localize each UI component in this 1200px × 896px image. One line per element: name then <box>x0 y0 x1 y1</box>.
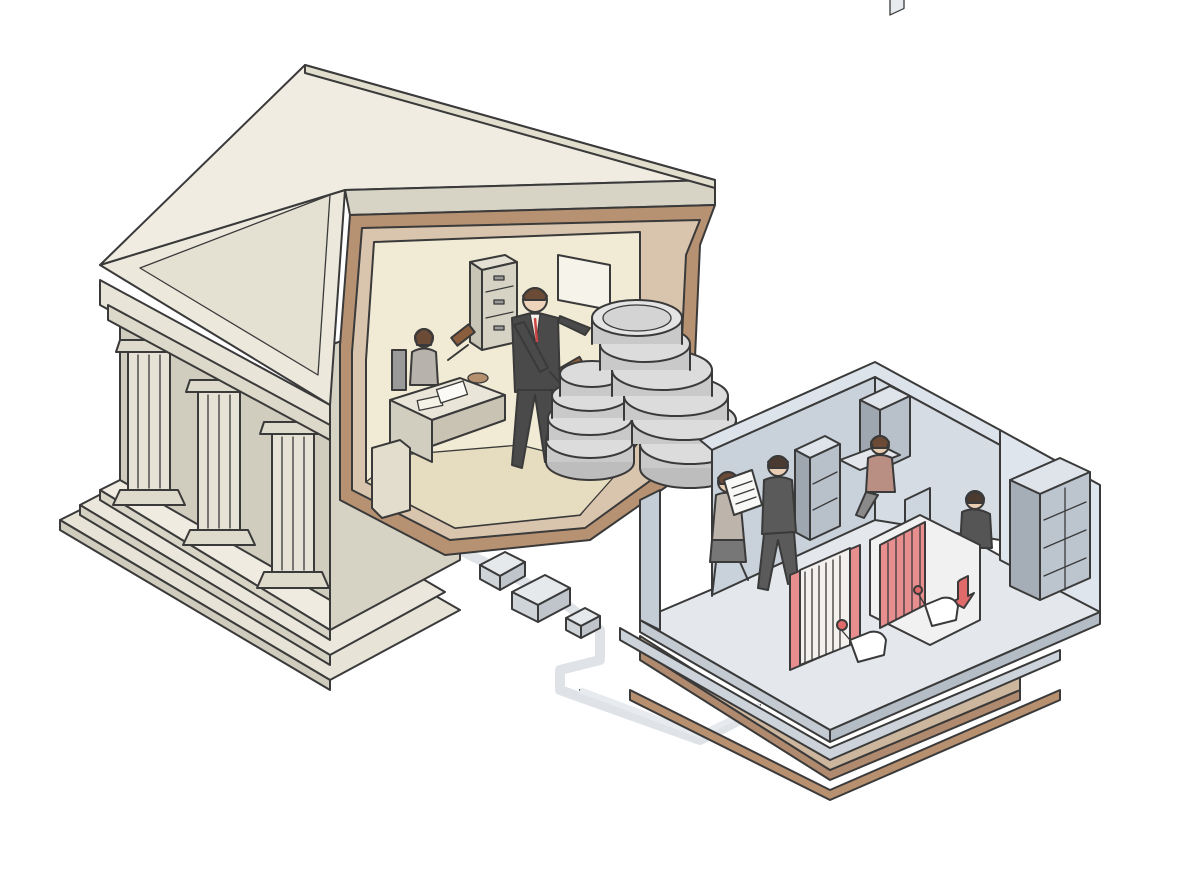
folder-icon <box>789 514 981 671</box>
seated-worker-figure <box>839 435 901 519</box>
hand-pointer-icon-2 <box>913 585 959 627</box>
filing-cabinet-icon <box>794 435 841 541</box>
standing-staff-figures <box>709 455 799 597</box>
right-room-cabinets <box>1009 457 1091 601</box>
office-cutaway <box>619 0 1101 801</box>
gavel-icon <box>447 323 476 361</box>
connecting-pipes <box>437 535 762 745</box>
filing-cabinet-tall <box>859 0 911 471</box>
banker-figure <box>511 287 591 469</box>
column-3 <box>256 421 330 589</box>
bank-building <box>59 64 741 691</box>
office-desk <box>371 372 506 519</box>
seated-clerk-figure <box>391 328 439 391</box>
down-arrow-icon <box>951 575 975 609</box>
column-2 <box>182 379 256 546</box>
interior-filing-cabinet-icon <box>469 254 518 351</box>
hand-pointer-icon <box>836 619 887 663</box>
coin-stack-left <box>545 360 635 481</box>
